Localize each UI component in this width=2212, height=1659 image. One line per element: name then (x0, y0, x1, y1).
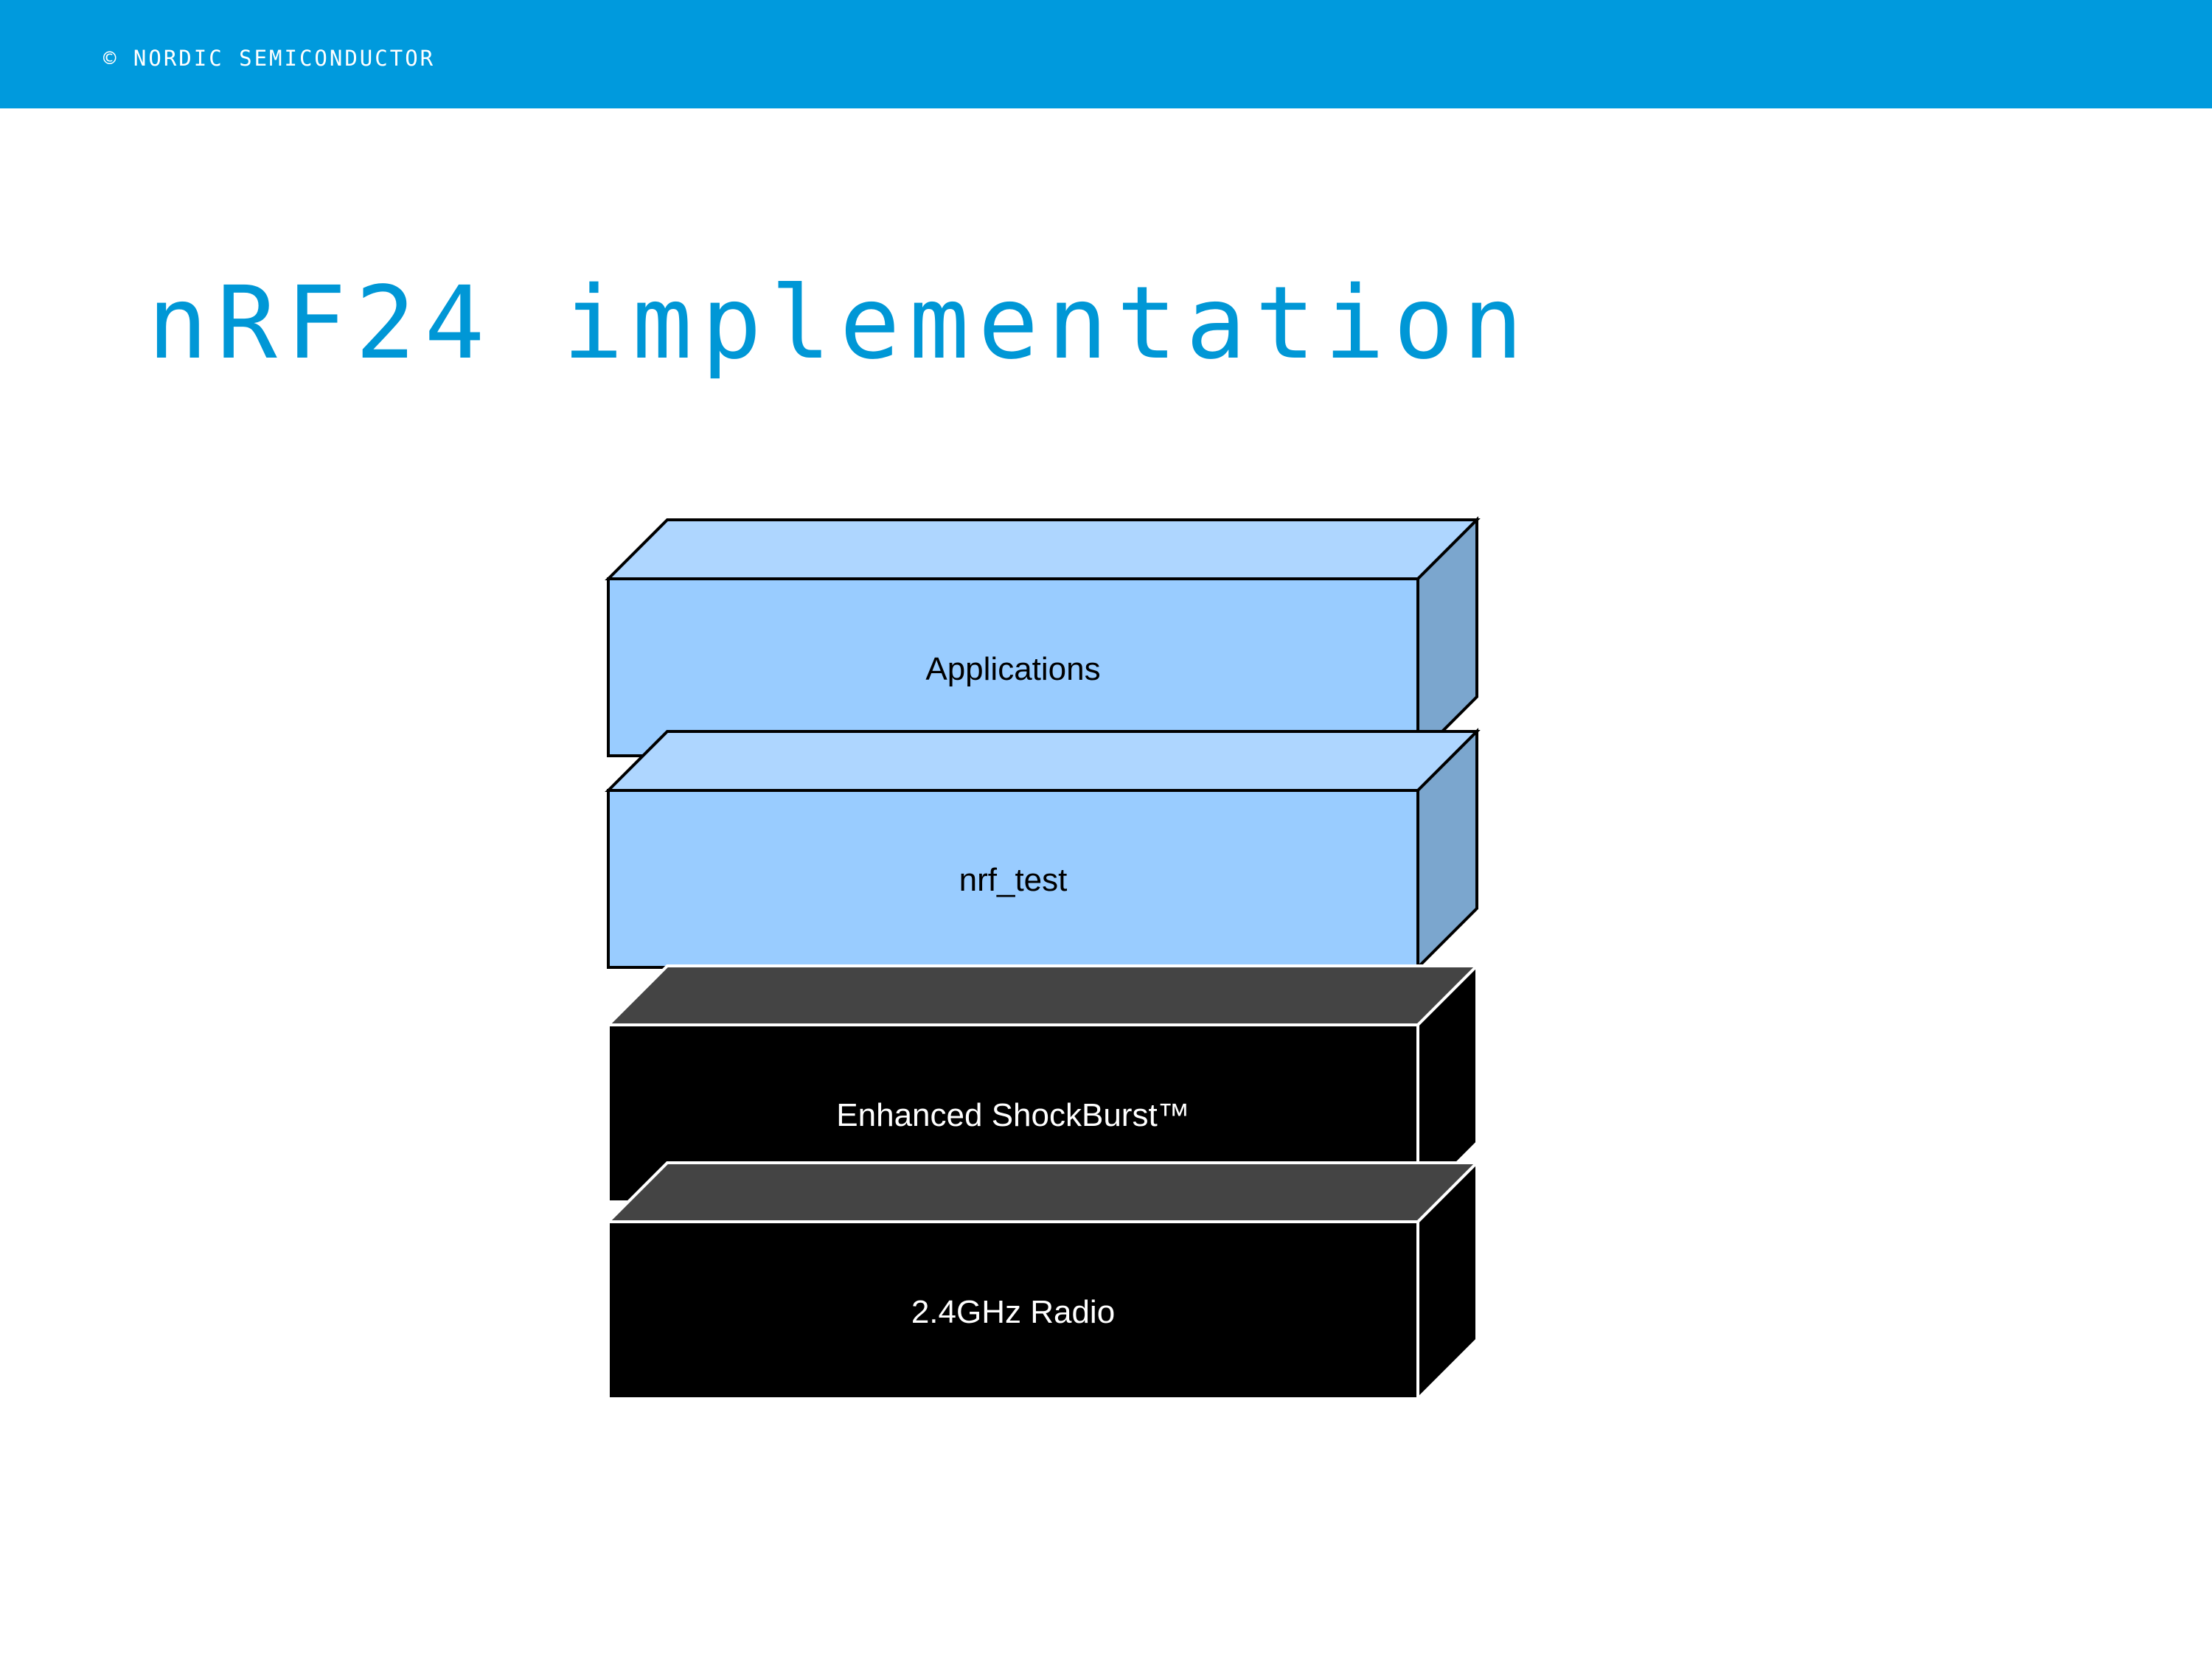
layer-nrf-test-label: nrf_test (959, 862, 1068, 898)
layer-applications-top (605, 518, 1481, 580)
layer-applications-label: Applications (925, 651, 1100, 687)
layer-nrf-test: nrf_test (605, 728, 1481, 971)
layer-nrf-test-top (605, 730, 1481, 792)
layer-radio-label: 2.4GHz Radio (911, 1294, 1115, 1330)
layer-applications-front (607, 577, 1419, 757)
layer-radio: 2.4GHz Radio (605, 1159, 1481, 1402)
layer-radio-top (605, 1161, 1481, 1223)
header-bar: © NORDIC SEMICONDUCTOR (0, 0, 2212, 108)
layer-applications: Applications (605, 516, 1481, 759)
layer-enhanced-shockburst-label: Enhanced ShockBurst™ (836, 1097, 1189, 1133)
layer-enhanced-shockburst-top (605, 964, 1481, 1026)
copyright-text: © NORDIC SEMICONDUCTOR (103, 46, 436, 71)
page-title: nRF24 implementation (147, 265, 1532, 382)
layer-radio-front (607, 1220, 1419, 1400)
